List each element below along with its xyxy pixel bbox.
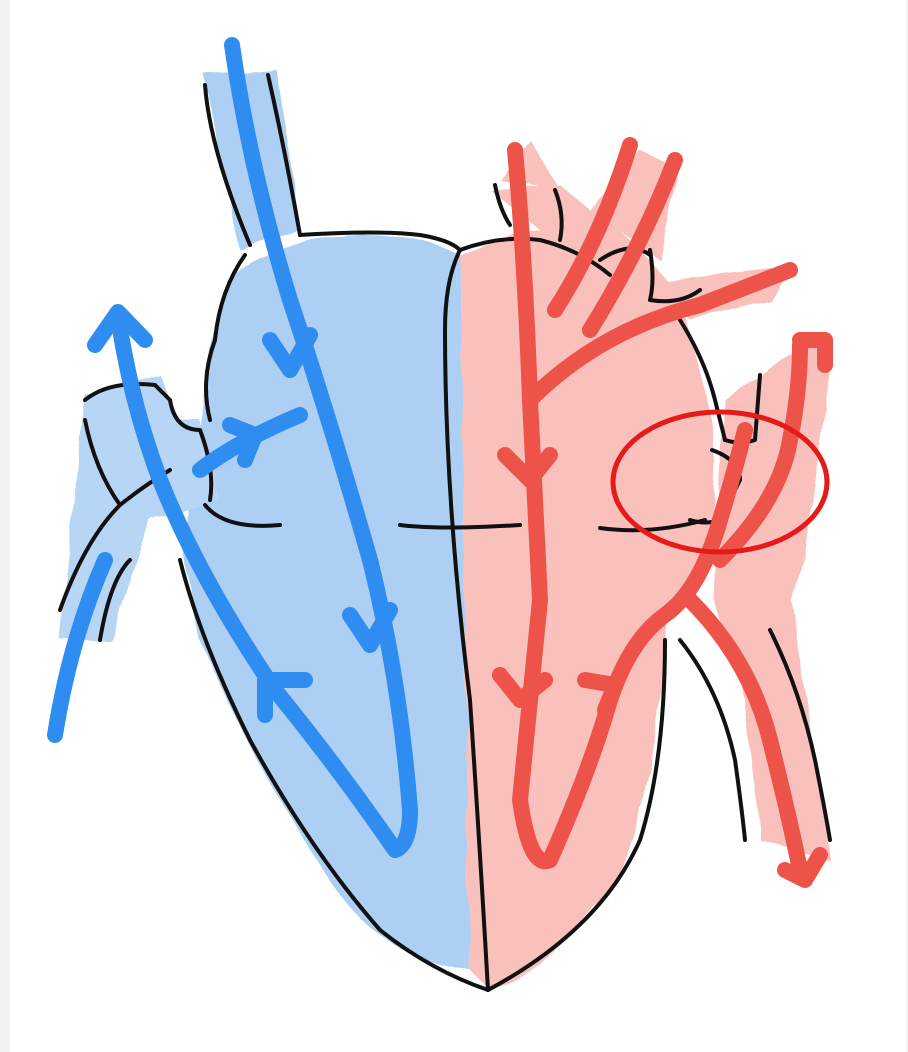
heart-diagram <box>0 0 908 1052</box>
